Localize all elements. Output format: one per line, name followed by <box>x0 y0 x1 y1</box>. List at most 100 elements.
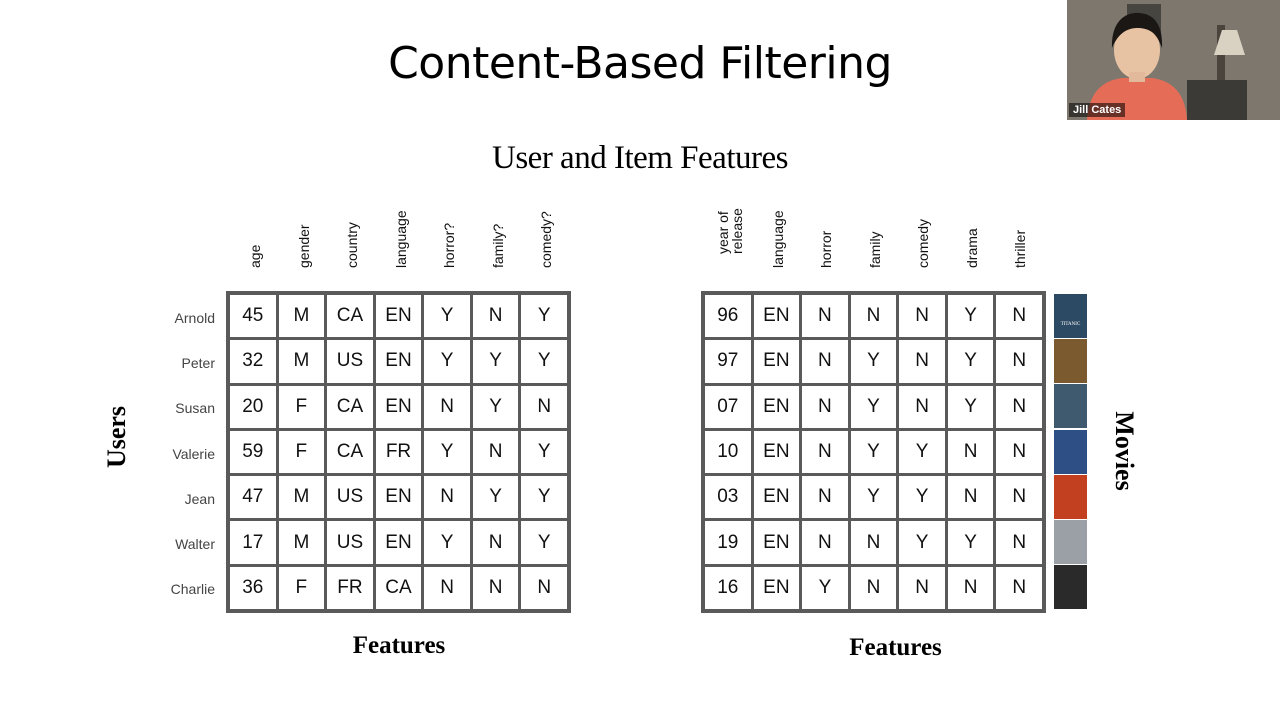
movie-cell: N <box>947 566 994 609</box>
user-row-label: Arnold <box>174 310 215 326</box>
user-cell: M <box>278 476 325 519</box>
movie-cell: N <box>899 566 945 609</box>
movie-col-header-label: comedy <box>915 218 931 268</box>
movie-cell: N <box>996 566 1042 609</box>
user-cell: FR <box>327 566 373 609</box>
slide-title: Content-Based Filtering <box>388 38 892 89</box>
movie-poster-image <box>1054 339 1087 384</box>
user-cell: EN <box>375 385 422 428</box>
movie-cell: 16 <box>705 566 751 609</box>
user-cell: 32 <box>230 340 276 383</box>
movie-cell: N <box>947 430 994 474</box>
user-cell: 36 <box>230 566 276 609</box>
movie-cell: N <box>996 340 1042 383</box>
movie-cell: EN <box>753 295 800 338</box>
movie-poster-image <box>1054 429 1087 474</box>
user-cell: Y <box>521 476 567 519</box>
user-col-header-label: family? <box>489 223 506 268</box>
user-cell: Y <box>472 476 519 519</box>
movie-cell: Y <box>899 430 945 474</box>
movie-poster-image <box>1054 474 1087 519</box>
movie-cell: N <box>802 295 848 338</box>
presenter-figure <box>1067 0 1280 120</box>
user-cell: Y <box>424 340 470 383</box>
users-axis-label: Users <box>102 405 131 469</box>
user-cell: F <box>278 385 325 428</box>
movie-cell: Y <box>899 476 945 519</box>
movie-features-label: Features <box>849 634 942 661</box>
user-cell: 59 <box>230 430 276 474</box>
user-cell: CA <box>375 566 422 609</box>
user-cell: EN <box>375 340 422 383</box>
movie-cell: N <box>850 566 897 609</box>
user-cell: F <box>278 430 325 474</box>
user-cell: US <box>327 476 373 519</box>
movie-cell: N <box>899 295 945 338</box>
presenter-video[interactable]: Jill Cates <box>1067 0 1280 120</box>
user-cell: N <box>521 566 567 609</box>
user-cell: Y <box>472 340 519 383</box>
movie-cell: Y <box>947 521 994 564</box>
movie-cell: N <box>850 295 897 338</box>
user-cell: Y <box>521 340 567 383</box>
movie-cell: N <box>947 476 994 519</box>
movie-col-header-label: drama <box>963 228 980 268</box>
movie-col-header-label: horror <box>818 230 834 268</box>
user-col-header-label: gender <box>295 224 312 268</box>
user-row-label: Valerie <box>172 445 215 462</box>
movie-poster-image <box>1054 520 1087 564</box>
movie-col-header-label: family <box>866 231 883 268</box>
user-cell: M <box>278 521 325 564</box>
user-row-label: Peter <box>181 355 215 372</box>
movie-cell: N <box>996 295 1042 338</box>
movie-cell: Y <box>850 430 897 474</box>
movie-poster-image <box>1054 384 1087 429</box>
movie-cell: Y <box>947 340 994 383</box>
user-cell: Y <box>472 385 519 428</box>
user-cell: US <box>327 521 373 564</box>
user-col-header-label: country <box>344 222 360 268</box>
movie-poster-image: TITANIC <box>1054 294 1087 338</box>
movie-cell: EN <box>753 566 800 609</box>
user-cell: N <box>424 385 470 428</box>
movie-col-header-label: thriller <box>1012 229 1028 268</box>
movie-cell: N <box>802 385 848 428</box>
user-cell: 45 <box>230 295 276 338</box>
movie-cell: EN <box>753 476 800 519</box>
movie-poster-image <box>1054 565 1087 610</box>
movie-cell: 19 <box>705 521 751 564</box>
movie-cell: Y <box>850 385 897 428</box>
user-cell: N <box>472 295 519 338</box>
movie-cell: Y <box>899 521 945 564</box>
movie-cell: N <box>996 430 1042 474</box>
movie-cell: N <box>996 385 1042 428</box>
movie-cell: 10 <box>705 430 751 474</box>
user-cell: CA <box>327 385 373 428</box>
user-cell: Y <box>424 295 470 338</box>
movie-cell: 03 <box>705 476 751 519</box>
user-cell: CA <box>327 295 373 338</box>
user-cell: Y <box>424 430 470 474</box>
movie-cell: Y <box>947 385 994 428</box>
movie-cell: 97 <box>705 340 751 383</box>
user-col-header-label: comedy? <box>538 211 554 268</box>
user-cell: N <box>424 476 470 519</box>
user-cell: US <box>327 340 373 383</box>
user-cell: F <box>278 566 325 609</box>
user-cell: EN <box>375 295 422 338</box>
movie-cell: N <box>802 476 848 519</box>
user-col-header-label: language <box>392 210 409 268</box>
user-cell: Y <box>521 521 567 564</box>
user-cell: CA <box>327 430 373 474</box>
user-cell: N <box>424 566 470 609</box>
user-col-header-label: horror? <box>441 222 457 268</box>
movie-cell: EN <box>753 340 800 383</box>
movie-col-header-label: language <box>769 210 786 268</box>
user-cell: Y <box>521 430 567 474</box>
movie-cell: 07 <box>705 385 751 428</box>
